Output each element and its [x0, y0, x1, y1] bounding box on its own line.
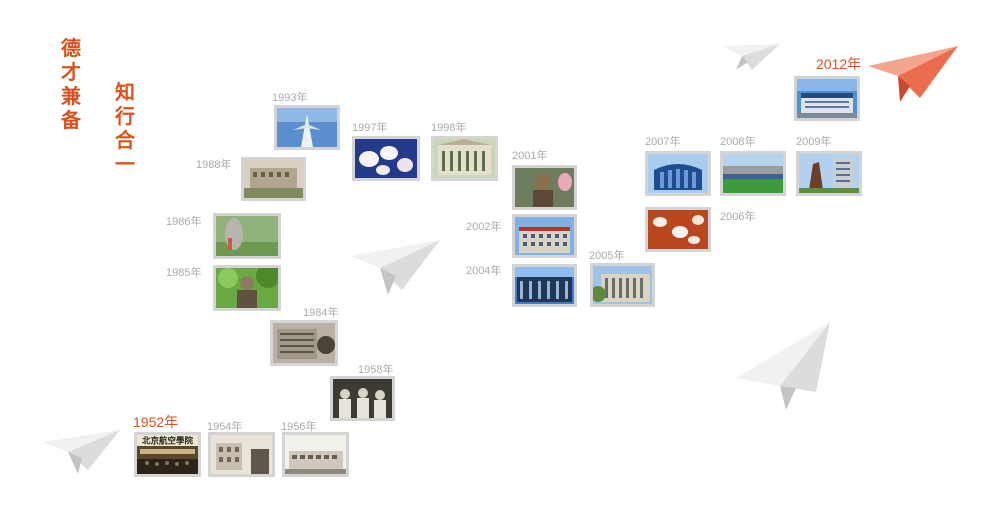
paper-plane-red-icon	[868, 46, 958, 102]
photo-2009[interactable]	[796, 151, 862, 196]
year-label-2001: 2001年	[512, 150, 548, 162]
photo-1956[interactable]	[282, 432, 349, 477]
year-label-2002: 2002年	[466, 221, 502, 233]
photo-1986[interactable]	[213, 213, 281, 259]
year-label-2008: 2008年	[720, 136, 756, 148]
motto-line-1: 德才兼备	[61, 36, 81, 132]
motto-line-2: 知行合一	[115, 80, 135, 176]
year-label-1988: 1988年	[196, 159, 232, 171]
photo-1998[interactable]	[431, 136, 498, 181]
year-label-1985: 1985年	[166, 267, 202, 279]
photo-1954[interactable]	[208, 432, 275, 477]
photo-1952-banner: 北京航空學院	[142, 436, 194, 447]
photo-2002[interactable]	[512, 214, 577, 258]
year-label-2006: 2006年	[720, 211, 756, 223]
year-label-2007: 2007年	[645, 136, 681, 148]
photo-1958[interactable]	[330, 376, 395, 421]
photo-2007[interactable]	[645, 151, 711, 196]
year-label-1952: 1952年	[133, 414, 179, 430]
photo-1988[interactable]	[241, 157, 306, 201]
year-label-1956: 1956年	[281, 421, 317, 433]
year-label-2004: 2004年	[466, 265, 502, 277]
year-label-2012: 2012年	[816, 56, 862, 72]
year-label-1998: 1998年	[431, 122, 467, 134]
photo-1952[interactable]: 北京航空學院	[134, 432, 201, 477]
photo-2001[interactable]	[512, 165, 577, 210]
year-label-2009: 2009年	[796, 136, 832, 148]
photo-2005[interactable]	[590, 263, 655, 307]
year-label-2005: 2005年	[589, 250, 625, 262]
year-label-1986: 1986年	[166, 216, 202, 228]
photo-2012[interactable]	[794, 76, 860, 121]
photo-2006[interactable]	[645, 207, 711, 252]
paper-plane-icon	[722, 40, 780, 70]
year-label-1954: 1954年	[207, 421, 243, 433]
photo-1997[interactable]	[352, 136, 420, 181]
year-label-1993: 1993年	[272, 92, 308, 104]
paper-plane-icon	[42, 430, 120, 474]
year-label-1958: 1958年	[358, 364, 394, 376]
photo-1985[interactable]	[213, 265, 281, 311]
photo-1984[interactable]	[270, 320, 338, 366]
photo-2008[interactable]	[720, 151, 786, 196]
year-label-1984: 1984年	[303, 307, 339, 319]
photo-1993[interactable]	[274, 105, 340, 150]
paper-plane-icon	[736, 322, 830, 410]
photo-2004[interactable]	[512, 264, 577, 307]
paper-plane-icon	[350, 240, 440, 295]
year-label-1997: 1997年	[352, 122, 388, 134]
